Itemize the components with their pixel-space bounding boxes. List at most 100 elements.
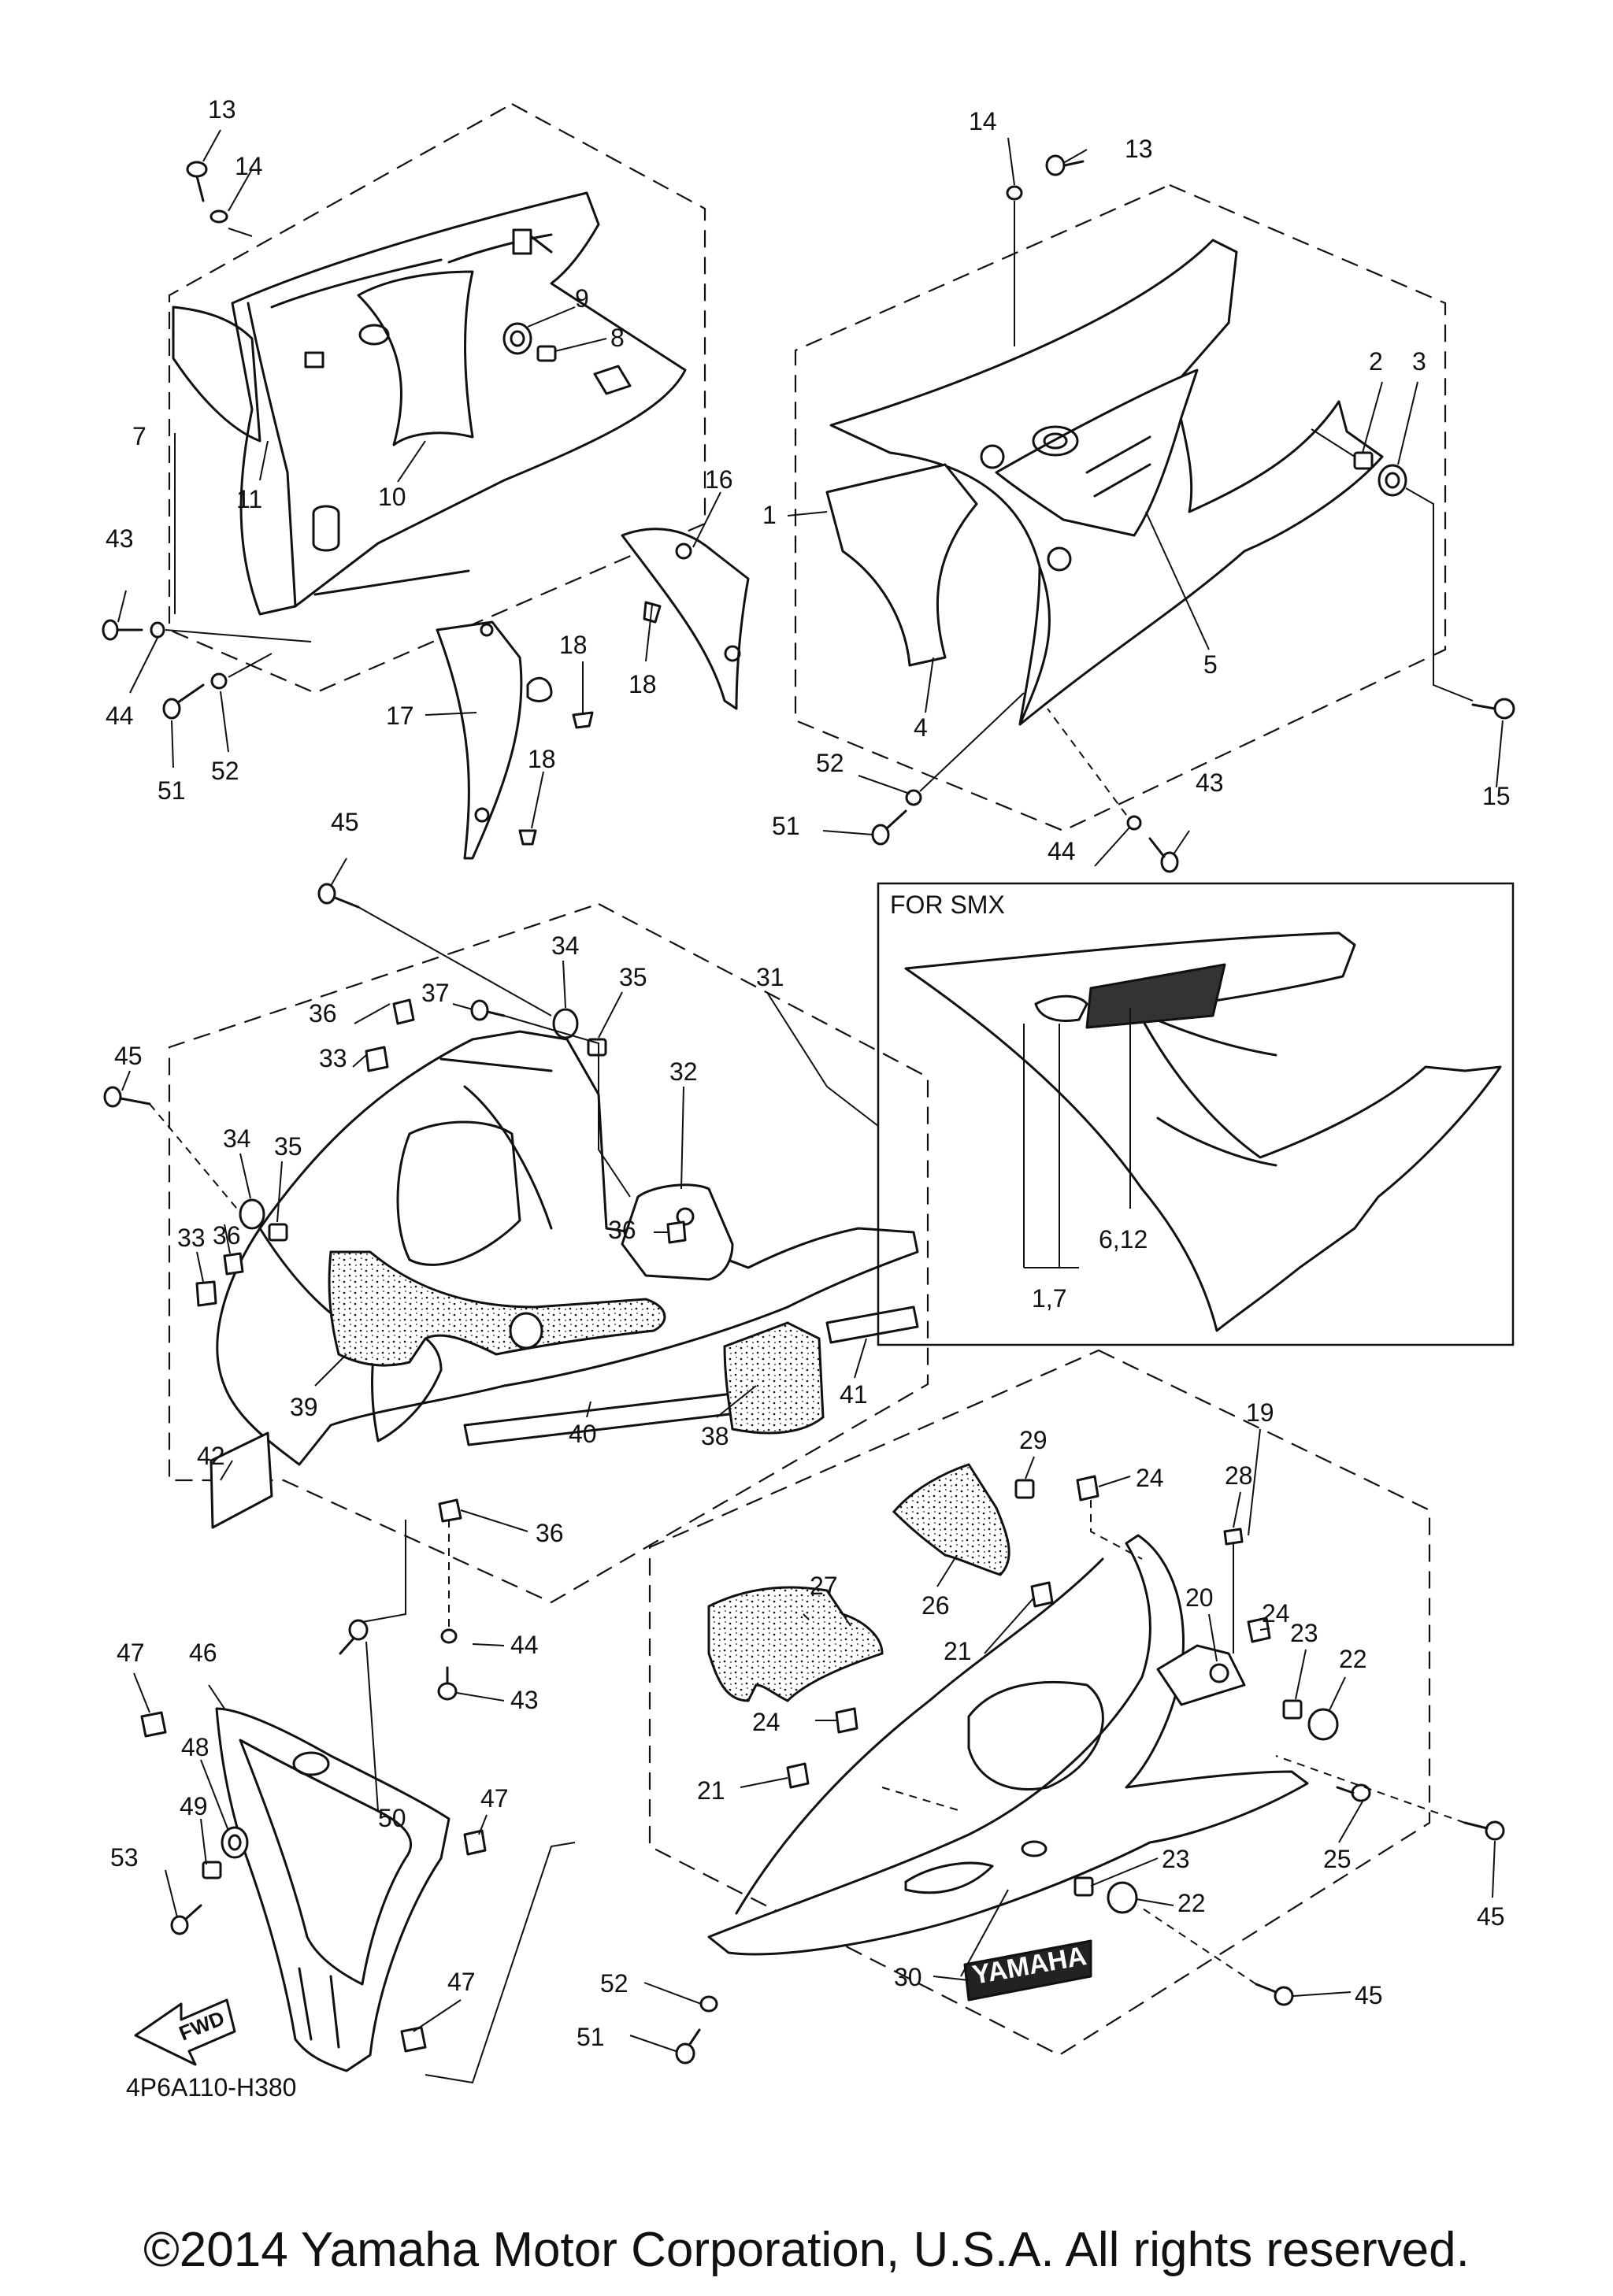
- callout: 40: [569, 1420, 597, 1448]
- fasteners-left: [102, 619, 1179, 873]
- callout: 13: [208, 95, 236, 124]
- inner-panel-assembly: FWD 4P6A110-H380: [126, 1707, 576, 2102]
- callout: 52: [600, 1969, 629, 1998]
- grommet-48: [221, 1826, 249, 1859]
- right-side-cowl-assembly: [825, 154, 1515, 726]
- collar-8: [536, 345, 557, 362]
- decal-30: YAMAHA: [963, 1939, 1092, 2002]
- callout: 47: [117, 1639, 145, 1667]
- callout: 48: [181, 1733, 210, 1761]
- nut-47-c: [400, 2026, 427, 2053]
- inner-panel-46: [215, 1707, 451, 2072]
- callout: 45: [1477, 1902, 1505, 1931]
- bolt-45-b: [103, 1086, 151, 1108]
- callout: 36: [213, 1221, 241, 1250]
- callout: 36: [309, 999, 337, 1028]
- callout: 51: [158, 776, 186, 805]
- callout: 34: [551, 931, 580, 960]
- nut-21-a: [1030, 1581, 1054, 1608]
- collar-23-a: [1282, 1699, 1303, 1720]
- washer-44-left: [150, 621, 165, 639]
- callout: 22: [1177, 1889, 1206, 1917]
- reference-code: 4P6A110-H380: [126, 2073, 296, 2102]
- bolt-15: [1471, 698, 1515, 720]
- callout: 32: [669, 1057, 698, 1086]
- bolt-37: [470, 999, 506, 1021]
- washer-52-lower: [699, 1995, 718, 2013]
- grommet-under-cowl: [509, 1312, 543, 1350]
- callout: 24: [1136, 1464, 1164, 1492]
- nut-24-b: [1247, 1616, 1271, 1643]
- bolt-43-under: [437, 1666, 458, 1701]
- bolt-50: [339, 1619, 369, 1655]
- group-outline-under-cowl: [168, 902, 929, 1604]
- callout: 17: [386, 702, 414, 730]
- strip-41: [825, 1305, 919, 1344]
- callout: 42: [197, 1442, 225, 1470]
- callout: 45: [331, 808, 359, 836]
- damper-26: [892, 1463, 1010, 1576]
- bolt-51-lower: [675, 2028, 701, 2065]
- collar-23-b: [1073, 1876, 1094, 1897]
- collar-2: [1353, 451, 1374, 470]
- callout: 31: [756, 963, 784, 991]
- callout: 43: [106, 524, 134, 553]
- callout: 18: [559, 631, 588, 659]
- screw-18-c: [518, 829, 537, 846]
- clip-28: [1223, 1528, 1244, 1546]
- callout: 44: [1048, 837, 1076, 865]
- callout: 27: [810, 1572, 838, 1600]
- callout: 23: [1290, 1619, 1318, 1647]
- inner-panel-left-10: [357, 270, 474, 446]
- washer-14-right: [1006, 185, 1023, 201]
- bolt-43-left: [102, 619, 143, 641]
- callout: 30: [894, 1963, 922, 1991]
- callout: 4: [914, 713, 928, 742]
- callout: 14: [235, 152, 263, 180]
- callout: 2: [1369, 347, 1383, 376]
- callout: 25: [1323, 1845, 1352, 1873]
- callout: 49: [180, 1792, 208, 1820]
- group-outline-left-side-cowl: [168, 102, 706, 694]
- washer-52-right: [905, 789, 922, 806]
- washer-44-right: [1126, 815, 1142, 831]
- nut-33-a: [365, 1046, 389, 1072]
- bolt-45-a: [317, 883, 360, 909]
- callout: 15: [1482, 782, 1511, 810]
- callout: 23: [1162, 1845, 1190, 1873]
- callout: 24: [1262, 1599, 1290, 1628]
- brackets-16-17: [436, 528, 750, 860]
- collar-34-35-lower: [239, 1198, 288, 1242]
- nut-33-b: [195, 1280, 217, 1307]
- callout: 24: [752, 1708, 781, 1736]
- callout: 36: [536, 1519, 564, 1547]
- callout: 51: [577, 2023, 605, 2051]
- callout: 45: [114, 1042, 143, 1070]
- callout: 35: [619, 963, 647, 991]
- bolt-13-left: [186, 161, 208, 202]
- callout: 34: [223, 1124, 251, 1153]
- callout-leaders: [117, 129, 1504, 2052]
- washer-44-under: [440, 1628, 458, 1644]
- callout: 38: [701, 1422, 729, 1450]
- callout: 18: [629, 670, 657, 698]
- callout: 41: [840, 1380, 868, 1409]
- callout: 45: [1355, 1981, 1383, 2009]
- callout: 43: [1196, 768, 1224, 797]
- callout: 44: [510, 1631, 539, 1659]
- callout: 47: [480, 1784, 509, 1813]
- bracket-20: [1156, 1644, 1246, 1706]
- bolt-13-right: [1045, 154, 1085, 176]
- nut-36-c: [666, 1220, 687, 1244]
- bracket-16: [621, 528, 750, 710]
- collar-49: [202, 1861, 222, 1879]
- grommet-3: [1378, 464, 1407, 497]
- callout: 16: [705, 465, 733, 494]
- callout: 7: [132, 422, 146, 450]
- bracket-17: [436, 620, 523, 860]
- bolt-43-right: [1148, 837, 1179, 873]
- callout: 52: [816, 749, 844, 777]
- inset-callout-1-7: 1,7: [1032, 1284, 1066, 1313]
- callout: 47: [447, 1968, 476, 1996]
